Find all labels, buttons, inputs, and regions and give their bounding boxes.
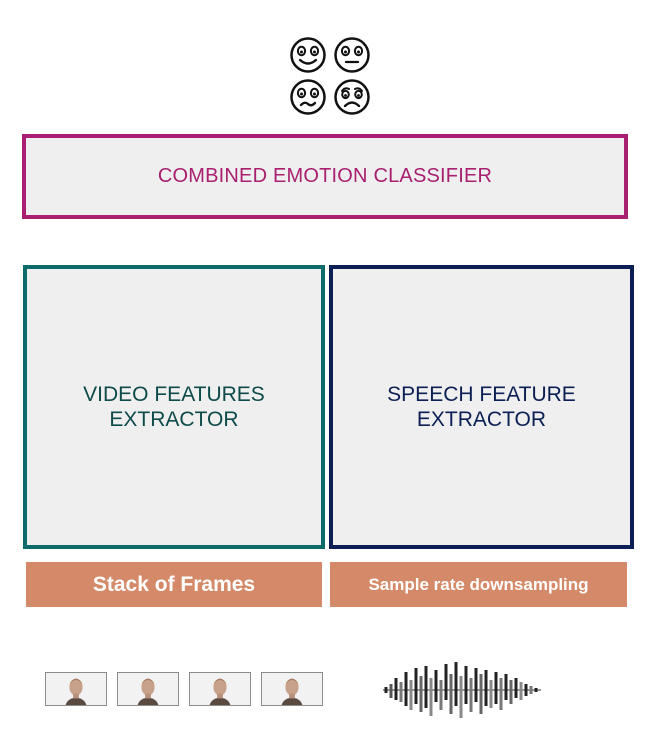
face-frame-icon <box>262 673 322 705</box>
combined-classifier-label: COMBINED EMOTION CLASSIFIER <box>157 165 493 187</box>
video-extractor-label-line2: EXTRACTOR <box>109 408 239 431</box>
video-frame-thumbnail <box>117 672 179 706</box>
disgusted-face-icon <box>290 79 326 115</box>
emotion-icons <box>289 36 375 116</box>
video-frame-thumbnail <box>45 672 107 706</box>
sad-face-icon <box>334 79 370 115</box>
video-frame-thumbnail <box>189 672 251 706</box>
speech-feature-extractor-box: SPEECH FEATURE EXTRACTOR <box>329 265 634 549</box>
neutral-face-icon <box>334 37 370 73</box>
happy-face-icon <box>290 37 326 73</box>
stack-of-frames-bar: Stack of Frames <box>26 562 322 607</box>
sample-rate-downsampling-label: Sample rate downsampling <box>368 574 589 594</box>
face-frame-icon <box>190 673 250 705</box>
video-frame-thumbnail <box>261 672 323 706</box>
face-frame-icon <box>118 673 178 705</box>
combined-emotion-classifier-box: COMBINED EMOTION CLASSIFIER <box>22 134 628 219</box>
video-features-extractor-box: VIDEO FEATURES EXTRACTOR <box>23 265 325 549</box>
face-frame-icon <box>46 673 106 705</box>
speech-extractor-label-line1: SPEECH FEATURE <box>387 383 576 406</box>
stack-of-frames-label: Stack of Frames <box>92 572 256 596</box>
audio-waveform-icon <box>383 662 541 718</box>
speech-extractor-label-line2: EXTRACTOR <box>416 408 547 431</box>
sample-rate-downsampling-bar: Sample rate downsampling <box>330 562 627 607</box>
video-extractor-label-line1: VIDEO FEATURES <box>83 383 265 406</box>
